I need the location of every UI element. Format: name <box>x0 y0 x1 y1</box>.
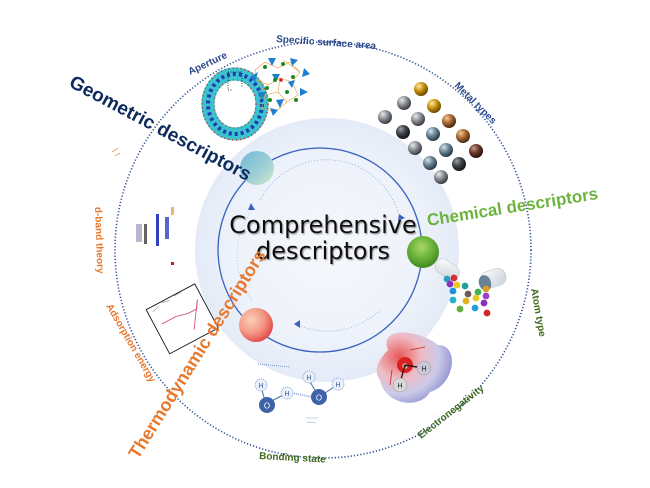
surface-area-lattice-image <box>254 59 301 113</box>
bonding-state-water-dimer-image: H H H H O O <box>254 363 345 424</box>
center-title-line2: descriptors <box>256 237 390 265</box>
dimer-hydrogen-1: H <box>258 383 263 390</box>
center-title-line1: Comprehensive <box>229 211 417 239</box>
dimer-oxygen-1: O <box>264 402 270 411</box>
bonding-state-label: Bonding state <box>259 451 327 465</box>
d-band-theory-label: d-band theory <box>92 207 105 274</box>
adsorption-energy-label: Adsorption energy <box>103 302 157 385</box>
metal-types-spheres <box>378 82 483 184</box>
outer-dotted-ring <box>114 41 532 459</box>
arrowhead-left-icon <box>248 203 255 210</box>
geometric-node-ball <box>240 151 274 185</box>
dimer-oxygen-2: O <box>316 394 322 403</box>
esp-hydrogen-atom-2: H <box>397 383 402 390</box>
thermodynamic-node-ball <box>239 308 273 342</box>
metal-types-label: Metal types <box>452 80 499 127</box>
dimer-hydrogen-2: H <box>284 391 289 398</box>
cycle-arrow-left <box>236 209 253 301</box>
chemical-node-ball <box>407 236 439 268</box>
arrowhead-bottom-icon <box>294 320 300 328</box>
arrowhead-top-icon <box>398 214 405 221</box>
esp-oxygen-atom: O <box>402 364 408 371</box>
dimer-hydrogen-3: H <box>306 375 311 382</box>
aperture-framework-image <box>201 67 269 141</box>
d-band-theory-chart-image <box>111 147 174 265</box>
adsorption-energy-chart-image <box>145 283 219 355</box>
atom-type-capsule-image <box>434 258 507 317</box>
electronegativity-water-map-image: O H H <box>376 332 452 403</box>
specific-surface-area-label: Specific surface area <box>276 34 377 52</box>
center-title: Comprehensive descriptors <box>229 211 417 265</box>
esp-hydrogen-atom-1: H <box>421 366 426 373</box>
chemical-descriptors-label: Chemical descriptors <box>426 184 600 230</box>
surface-area-tetrahedra <box>250 58 310 116</box>
dimer-hydrogen-4: H <box>335 382 340 389</box>
atom-type-label: Atom type <box>528 288 547 338</box>
cycle-arrow-bottom <box>297 309 381 332</box>
